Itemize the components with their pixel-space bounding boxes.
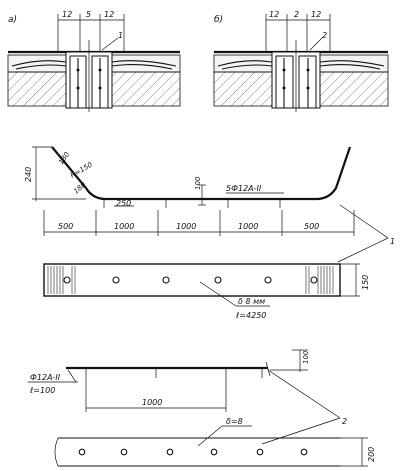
strip-plan-left-break [54,437,59,467]
strip-hole [256,448,264,456]
plate-plan-left-end-hatch [47,266,76,294]
bent-plate-elevation: 240 180 R=150 180 100 250 5Ф12А-II 500 1… [24,146,395,263]
rebar-label: 5Ф12А-II [226,184,262,193]
detail-b-label: б) [214,15,223,25]
detail-b-callout: 2 [322,31,327,40]
plate-plan-right-end-hatch [305,266,334,294]
angle-bottom-label: 180 [72,180,88,195]
strip-plan: δ=8 200 [54,417,376,467]
plate-hole [214,276,222,284]
radius-label: R=150 [69,160,94,179]
detail-a-dim-2: 5 [86,10,91,19]
detail-b-waterproofing [217,60,385,70]
strip-rebar-label: Ф12А-II [30,373,61,382]
span-label-3: 1000 [176,222,196,231]
strip-hole [166,448,174,456]
plate-hole [162,276,170,284]
strip-thickness: δ=8 [226,417,243,426]
seg-250-label: 250 [116,199,131,208]
callout-1-leader [339,204,389,239]
span-label-4: 1000 [238,222,258,231]
span-label-1: 500 [58,222,73,231]
detail-b-callout-leader [309,37,323,51]
detail-a-callout: 1 [118,31,123,40]
strip-width-label: 200 [367,447,376,462]
strip-span-label: 1000 [142,398,162,407]
plate-note-leader [199,281,237,307]
detail-b: б) 12 2 12 2 [213,10,389,112]
strip-hole [78,448,86,456]
angle-top-label: 180 [57,150,72,166]
plate-thickness: δ 8 мм [238,297,265,306]
strip-hole [210,448,218,456]
callout-1: 1 [390,237,395,246]
bent-plate-profile [51,146,352,201]
plate-width-label: 150 [361,275,370,290]
plate-plan: 150 δ 8 мм ℓ=4250 [43,263,370,320]
callout-2-leader [267,369,341,419]
plate-hole [63,276,71,284]
plate-hole [310,276,318,284]
detail-a-dim-3: 12 [104,10,114,19]
detail-a-label: а) [8,15,17,25]
detail-a-callout-leader [101,37,119,51]
strip-note-leader [197,425,223,447]
plate-plan-outline [43,263,341,297]
height-dim-label: 240 [24,167,33,182]
span-label-5: 500 [304,222,319,231]
detail-b-dim-1: 12 [269,10,279,19]
plate-hole [264,276,272,284]
detail-b-dim-3: 12 [311,10,321,19]
detail-a: а) 12 5 12 1 [7,10,181,112]
plate-length: ℓ=4250 [235,311,266,320]
detail-a-dim-1: 12 [62,10,72,19]
step-dim-label: 100 [194,176,202,190]
plate-hole [112,276,120,284]
detail-a-waterproofing [11,60,177,70]
callout-2: 2 [342,417,347,426]
strip-hole [120,448,128,456]
strip-rebar-leader [67,369,77,383]
span-label-2: 1000 [114,222,134,231]
strip-hole [300,448,308,456]
detail-b-dim-2: 2 [294,10,299,19]
rebar-strip: 100 1000 Ф12А-II ℓ=100 2 [28,349,347,445]
strip-height-label: 100 [302,350,310,364]
strip-rebar-length: ℓ=100 [29,386,55,395]
